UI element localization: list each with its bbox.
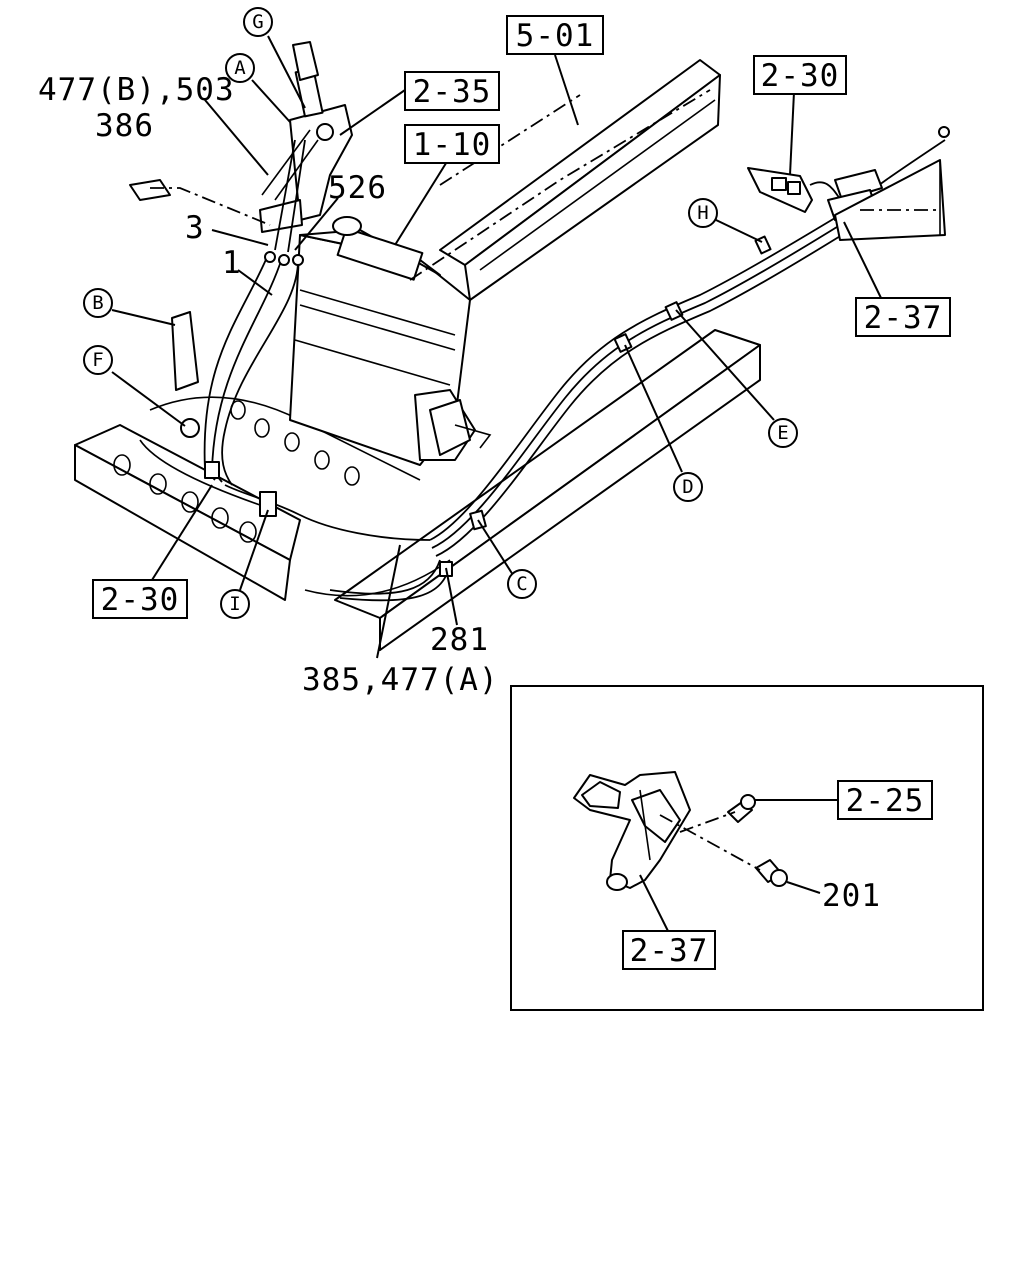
inset-detail: 2-25 2-37 201 <box>510 685 984 1011</box>
leader-lines <box>111 35 883 659</box>
svg-text:B: B <box>92 292 103 314</box>
ref-box-2-30-bottom-text: 2-30 <box>101 582 180 618</box>
part-number-386: 386 <box>95 108 154 144</box>
circle-label-g: G <box>243 7 273 37</box>
circle-label-e: E <box>768 418 798 448</box>
svg-text:D: D <box>682 476 693 498</box>
circle-label-i: I <box>220 589 250 619</box>
phantom-lines <box>150 89 940 281</box>
ref-box-2-25-text: 2-25 <box>846 783 925 819</box>
ref-box-2-35: 2-35 <box>404 71 500 111</box>
svg-text:A: A <box>234 57 246 79</box>
inset-bolt-2-25 <box>727 794 756 823</box>
svg-text:E: E <box>777 422 788 444</box>
cross-member-holes <box>113 400 360 543</box>
circle-label-a: A <box>225 53 255 83</box>
ref-box-2-37-right-text: 2-37 <box>864 300 943 336</box>
circle-label-h: H <box>688 198 718 228</box>
ref-box-1-10-text: 1-10 <box>413 127 492 163</box>
part-number-1: 1 <box>222 245 242 281</box>
circle-label-b: B <box>83 288 113 318</box>
part-number-526: 526 <box>328 170 387 206</box>
circle-label-c: C <box>507 569 537 599</box>
ref-box-2-30-top: 2-30 <box>753 55 847 95</box>
part-number-477b-503: 477(B),503 <box>38 72 235 108</box>
ref-box-5-01: 5-01 <box>506 15 604 55</box>
circle-label-f: F <box>83 345 113 375</box>
ref-box-2-25: 2-25 <box>837 780 933 820</box>
ref-box-2-37-right: 2-37 <box>855 297 951 337</box>
svg-text:H: H <box>697 202 708 224</box>
cross-member <box>74 396 451 601</box>
svg-text:I: I <box>229 593 240 615</box>
circle-label-d: D <box>673 472 703 502</box>
right-bracket-assembly <box>747 126 950 241</box>
part-number-281: 281 <box>430 622 489 658</box>
part-number-3: 3 <box>185 210 205 246</box>
inset-bracket <box>573 771 691 891</box>
svg-text:G: G <box>252 11 263 33</box>
control-cables <box>203 139 946 602</box>
ref-box-2-37-inset-text: 2-37 <box>630 933 709 969</box>
part-number-385-477a: 385,477(A) <box>302 662 499 698</box>
part-number-201: 201 <box>822 878 881 914</box>
ref-box-2-30-top-text: 2-30 <box>761 58 840 94</box>
ref-box-2-30-bottom: 2-30 <box>92 579 188 619</box>
inset-bolt-201 <box>755 859 788 887</box>
ref-box-1-10: 1-10 <box>404 124 500 164</box>
frame-side-rail <box>334 59 761 651</box>
ref-box-2-35-text: 2-35 <box>413 74 492 110</box>
svg-text:F: F <box>92 349 103 371</box>
svg-text:C: C <box>516 573 527 595</box>
ref-box-2-37-inset: 2-37 <box>622 930 716 970</box>
ref-box-5-01-text: 5-01 <box>516 18 595 54</box>
radiator-unit <box>289 216 492 466</box>
